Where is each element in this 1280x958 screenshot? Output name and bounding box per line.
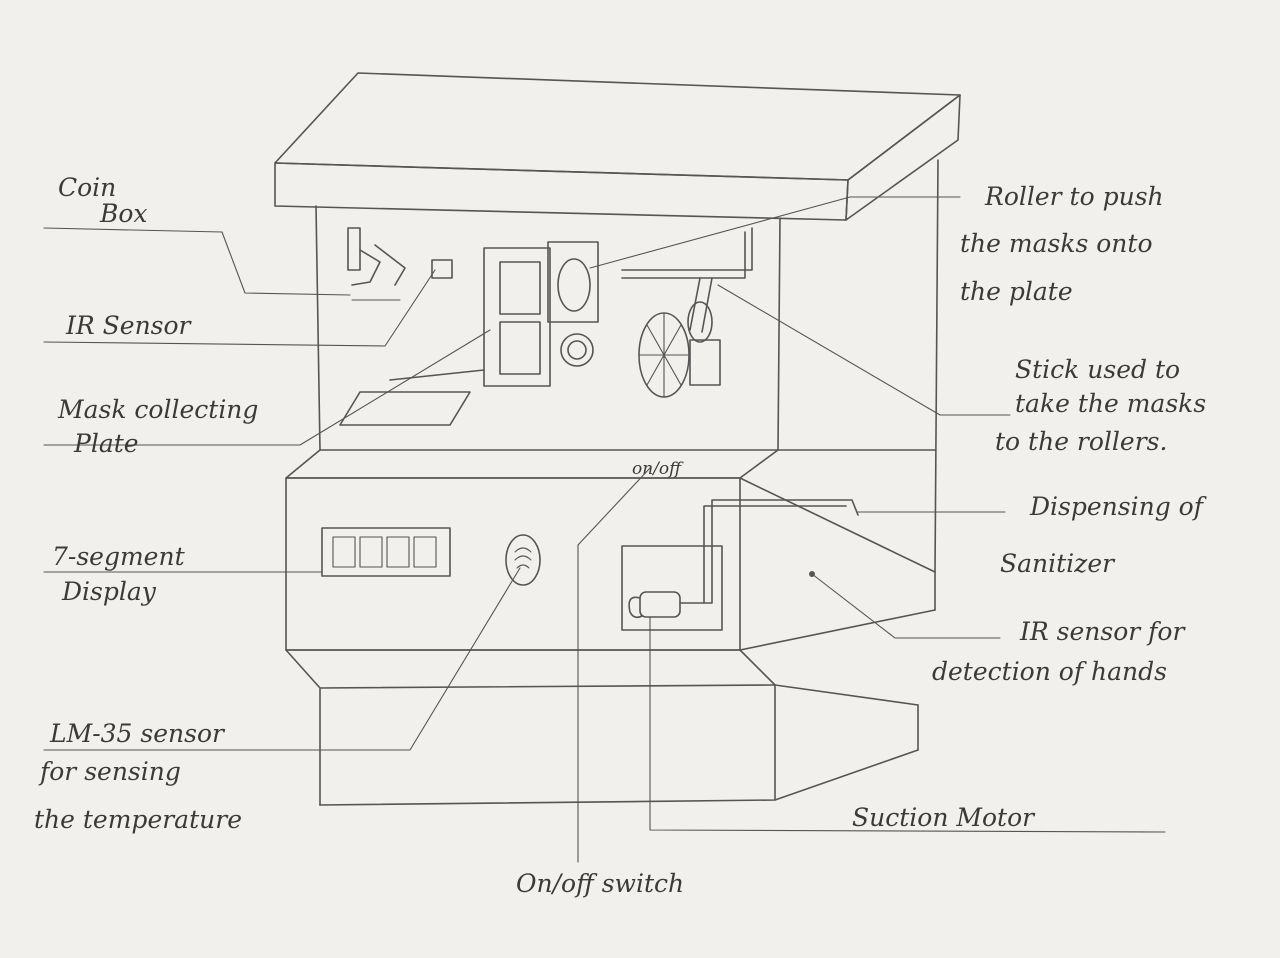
label-mask-plate: Mask collecting (57, 395, 258, 424)
label-stick-2: take the masks (1015, 389, 1206, 418)
cabinet-top (275, 73, 960, 220)
label-lm35-3: the temperature (34, 805, 242, 834)
label-stick-3: to the rollers. (995, 427, 1167, 456)
label-mask-plate-2: Plate (73, 429, 139, 458)
label-onoff-switch: On/off switch (516, 869, 684, 898)
label-lm35-2: for sensing (38, 757, 181, 786)
cabinet-body (286, 160, 938, 805)
label-coin-box-2: Box (99, 199, 148, 228)
label-lm35: LM-35 sensor (49, 719, 226, 748)
label-roller-3: the plate (960, 277, 1073, 306)
label-stick: Stick used to (1015, 355, 1180, 384)
label-coin-box: Coin (58, 173, 116, 202)
label-ir-hands-2: detection of hands (932, 657, 1167, 686)
lm35-sensor (506, 535, 540, 585)
coin-box-drawing (348, 228, 405, 300)
mask-stick (622, 228, 752, 342)
ir-sensor-box (432, 260, 452, 278)
label-suction-motor: Suction Motor (852, 803, 1036, 832)
labels: Coin Box IR Sensor Mask collecting Plate… (34, 173, 1207, 898)
label-display: Display (61, 577, 157, 606)
label-sanitizer: Sanitizer (1000, 549, 1116, 578)
mask-collecting-plate (340, 370, 484, 425)
label-ir-sensor: IR Sensor (65, 311, 193, 340)
seven-segment-display (322, 528, 450, 576)
roller-assembly (484, 242, 598, 386)
label-7-segment: 7-segment (52, 542, 186, 571)
panel-onoff-text: on/off (632, 459, 684, 479)
label-ir-hands: IR sensor for (1019, 617, 1186, 646)
label-roller: Roller to push (984, 182, 1164, 211)
label-roller-2: the masks onto (960, 229, 1153, 258)
label-dispensing: Dispensing of (1029, 492, 1207, 521)
big-wheel (639, 313, 720, 397)
